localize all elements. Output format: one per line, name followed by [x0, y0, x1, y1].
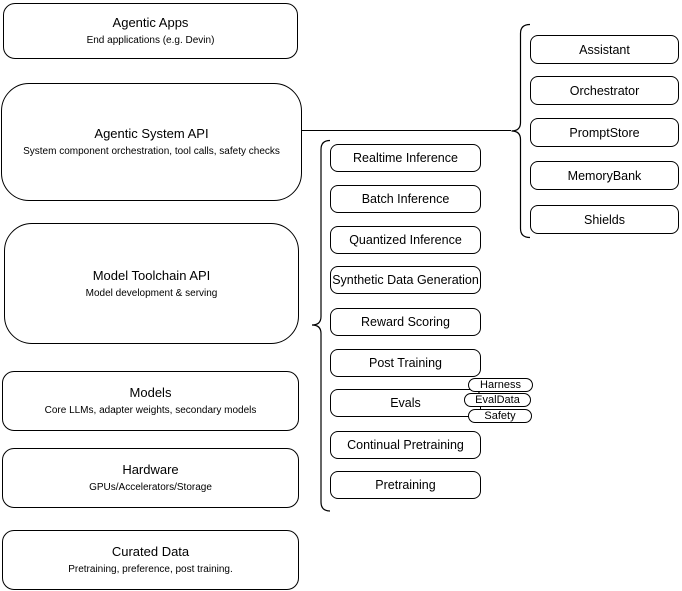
brace-toolchain-services: [311, 139, 331, 512]
node-subtitle: Model development & serving: [85, 287, 218, 299]
node-subtitle: Pretraining, preference, post training.: [68, 564, 233, 575]
node-quantized-inference: Quantized Inference: [330, 226, 481, 254]
node-post-training: Post Training: [330, 349, 481, 377]
node-curated-data: Curated Data Pretraining, preference, po…: [2, 530, 299, 590]
node-agentic-system-api: Agentic System API System component orch…: [1, 83, 302, 201]
node-models: Models Core LLMs, adapter weights, secon…: [2, 371, 299, 431]
node-reward-scoring: Reward Scoring: [330, 308, 481, 336]
node-subtitle: Core LLMs, adapter weights, secondary mo…: [44, 405, 257, 416]
node-continual-pretraining: Continual Pretraining: [330, 431, 481, 459]
node-subtitle: GPUs/Accelerators/Storage: [89, 482, 212, 493]
node-model-toolchain-api: Model Toolchain API Model development & …: [4, 223, 299, 344]
node-synthetic-data-generation: Synthetic Data Generation: [330, 266, 481, 294]
node-shields: Shields: [530, 205, 679, 234]
node-title: Agentic System API: [94, 126, 209, 141]
node-orchestrator: Orchestrator: [530, 76, 679, 105]
node-batch-inference: Batch Inference: [330, 185, 481, 213]
node-agentic-apps: Agentic Apps End applications (e.g. Devi…: [3, 3, 298, 59]
node-memorybank: MemoryBank: [530, 161, 679, 190]
tag-safety: Safety: [468, 409, 532, 423]
node-subtitle: System component orchestration, tool cal…: [23, 146, 280, 157]
node-pretraining: Pretraining: [330, 471, 481, 499]
node-title: Agentic Apps: [112, 15, 189, 30]
node-hardware: Hardware GPUs/Accelerators/Storage: [2, 448, 299, 508]
brace-agentic-components: [511, 23, 531, 239]
tag-evaldata: EvalData: [464, 393, 531, 407]
tag-harness: Harness: [468, 378, 533, 392]
node-realtime-inference: Realtime Inference: [330, 144, 481, 172]
node-title: Curated Data: [111, 544, 190, 559]
node-title: Models: [129, 385, 172, 400]
node-title: Model Toolchain API: [92, 267, 211, 283]
node-assistant: Assistant: [530, 35, 679, 64]
node-title: Hardware: [122, 462, 179, 477]
node-promptstore: PromptStore: [530, 118, 679, 147]
node-subtitle: End applications (e.g. Devin): [86, 35, 215, 46]
node-evals: Evals: [330, 389, 481, 417]
